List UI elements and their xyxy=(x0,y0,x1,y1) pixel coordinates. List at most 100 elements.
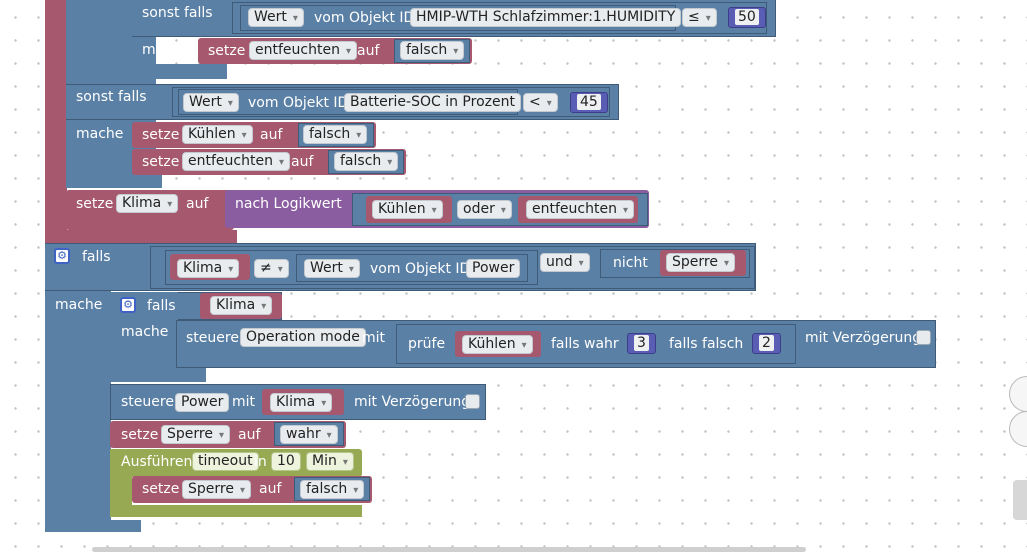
number-block-45[interactable]: 45 xyxy=(570,92,608,113)
auf-label: auf xyxy=(238,427,261,443)
steuere-label: steuere xyxy=(186,330,239,346)
timeout-unit-dropdown[interactable]: Min xyxy=(306,452,354,471)
mit-verzoegerung-label: mit Verzögerung xyxy=(354,394,471,410)
variable-dropdown-klima[interactable]: Klima xyxy=(116,194,179,213)
vom-objekt-id-label: vom Objekt ID xyxy=(248,95,349,111)
horizontal-scrollbar[interactable] xyxy=(92,547,806,552)
variable-dropdown-klima[interactable]: Klima xyxy=(210,296,273,315)
outer-set-block-footer xyxy=(45,230,237,243)
trash-icon[interactable] xyxy=(1013,480,1027,520)
in-label: in xyxy=(254,454,267,470)
boolean-dropdown-falsch-1[interactable]: falsch xyxy=(400,41,465,60)
nested-if-footer xyxy=(110,368,206,382)
outer-set-block-spine[interactable] xyxy=(45,0,67,243)
variable-dropdown-sperre[interactable]: Sperre xyxy=(182,480,251,499)
variable-klima-label: Klima xyxy=(216,297,256,313)
operator-lt-label: < xyxy=(529,94,541,110)
logic-operator-dropdown-oder[interactable]: oder xyxy=(457,200,512,219)
auf-label: auf xyxy=(357,43,380,59)
variable-dropdown-entfeuchten[interactable]: entfeuchten xyxy=(182,152,290,171)
do-label: mache xyxy=(76,126,124,142)
gear-icon[interactable]: ⚙ xyxy=(54,248,70,264)
number-block-50[interactable]: 50 xyxy=(728,7,766,28)
falls-falsch-label: falls falsch xyxy=(669,336,744,352)
if-else-footer xyxy=(66,175,162,188)
number-45-value[interactable]: 45 xyxy=(577,94,601,110)
boolean-dropdown-falsch-3[interactable]: falsch xyxy=(334,152,399,171)
vom-objekt-id-label: vom Objekt ID xyxy=(370,261,471,277)
variable-kuehlen-label: Kühlen xyxy=(378,201,426,217)
object-operation-mode[interactable]: Operation mode xyxy=(240,328,366,347)
variable-sperre-label: Sperre xyxy=(167,426,213,442)
variable-klima-label: Klima xyxy=(276,394,316,410)
variable-dropdown-kuehlen[interactable]: Kühlen xyxy=(462,335,533,354)
gear-icon[interactable]: ⚙ xyxy=(120,297,136,313)
wert-dropdown-label: Wert xyxy=(254,9,287,25)
variable-entfeuchten-label: entfeuchten xyxy=(532,201,617,217)
logic-und-label: und xyxy=(546,254,573,270)
object-power[interactable]: Power xyxy=(175,393,230,412)
object-id-humidity[interactable]: HMIP-WTH Schlafzimmer:1.HUMIDITY xyxy=(410,8,682,27)
if-block-main-footer xyxy=(45,520,141,532)
number-block-3[interactable]: 3 xyxy=(627,333,656,354)
variable-entfeuchten-label: entfeuchten xyxy=(188,153,273,169)
variable-dropdown-klima[interactable]: Klima xyxy=(177,259,240,278)
operator-dropdown-lt[interactable]: < xyxy=(523,93,558,112)
elseif-label: sonst falls xyxy=(142,5,213,21)
variable-dropdown-sperre[interactable]: Sperre xyxy=(161,425,230,444)
pruefe-label: prüfe xyxy=(408,336,446,352)
mit-verzoegerung-label: mit Verzögerung xyxy=(805,330,922,346)
boolean-wahr-label: wahr xyxy=(286,426,321,442)
setze-label: setze xyxy=(121,427,159,443)
logic-oder-label: oder xyxy=(463,201,495,217)
variable-dropdown-kuehlen[interactable]: Kühlen xyxy=(182,125,253,144)
nicht-label: nicht xyxy=(613,255,648,271)
timeout-name-field[interactable]: timeout xyxy=(192,452,259,471)
falls-label: falls xyxy=(147,298,176,314)
number-block-2[interactable]: 2 xyxy=(752,333,781,354)
setze-label: setze xyxy=(208,43,246,59)
boolean-dropdown-wahr[interactable]: wahr xyxy=(280,425,338,444)
delay-checkbox-power[interactable] xyxy=(465,394,480,409)
operator-dropdown-le[interactable]: ≤ xyxy=(682,8,717,27)
mit-label: mit xyxy=(362,330,386,346)
variable-dropdown-entfeuchten[interactable]: entfeuchten xyxy=(526,200,634,219)
boolean-falsch-label: falsch xyxy=(406,42,448,58)
ausfuehren-label: Ausführen xyxy=(121,454,193,470)
number-3-value[interactable]: 3 xyxy=(634,335,649,351)
timeout-duration-field[interactable]: 10 xyxy=(271,452,301,471)
do-label: mache xyxy=(55,297,103,313)
boolean-falsch-label: falsch xyxy=(306,481,348,497)
auf-label: auf xyxy=(291,154,314,170)
timeout-block-spine[interactable] xyxy=(110,449,132,517)
boolean-dropdown-falsch-4[interactable]: falsch xyxy=(300,480,365,499)
wert-dropdown[interactable]: Wert xyxy=(183,93,239,112)
variable-kuehlen-label: Kühlen xyxy=(188,126,236,142)
boolean-falsch-label: falsch xyxy=(309,126,351,142)
wert-dropdown[interactable]: Wert xyxy=(304,259,360,278)
if-block-main[interactable] xyxy=(45,243,111,531)
number-50-value[interactable]: 50 xyxy=(735,9,759,25)
boolean-falsch-label: falsch xyxy=(340,153,382,169)
wert-dropdown[interactable]: Wert xyxy=(248,8,304,27)
object-id-power[interactable]: Power xyxy=(466,259,521,278)
variable-dropdown-entfeuchten[interactable]: entfeuchten xyxy=(249,41,357,60)
auf-label: auf xyxy=(259,481,282,497)
zoom-out-button[interactable] xyxy=(1009,411,1027,447)
variable-sperre-label: Sperre xyxy=(188,481,234,497)
delay-checkbox-operation-mode[interactable] xyxy=(916,330,931,345)
object-id-soc[interactable]: Batterie-SOC in Prozent xyxy=(344,93,521,112)
setze-label: setze xyxy=(142,154,180,170)
variable-dropdown-sperre[interactable]: Sperre xyxy=(666,253,735,272)
inner-if-footer xyxy=(132,64,227,79)
variable-dropdown-klima[interactable]: Klima xyxy=(270,393,333,412)
zoom-in-button[interactable] xyxy=(1009,376,1027,412)
do-label: mache xyxy=(121,324,169,340)
number-2-value[interactable]: 2 xyxy=(759,335,774,351)
boolean-dropdown-falsch-2[interactable]: falsch xyxy=(303,125,368,144)
variable-klima-label: Klima xyxy=(183,260,223,276)
variable-dropdown-kuehlen[interactable]: Kühlen xyxy=(372,200,443,219)
operator-dropdown-ne[interactable]: ≠ xyxy=(254,259,289,278)
logic-operator-dropdown-und[interactable]: und xyxy=(540,253,590,272)
timeout-unit-label: Min xyxy=(312,453,337,469)
